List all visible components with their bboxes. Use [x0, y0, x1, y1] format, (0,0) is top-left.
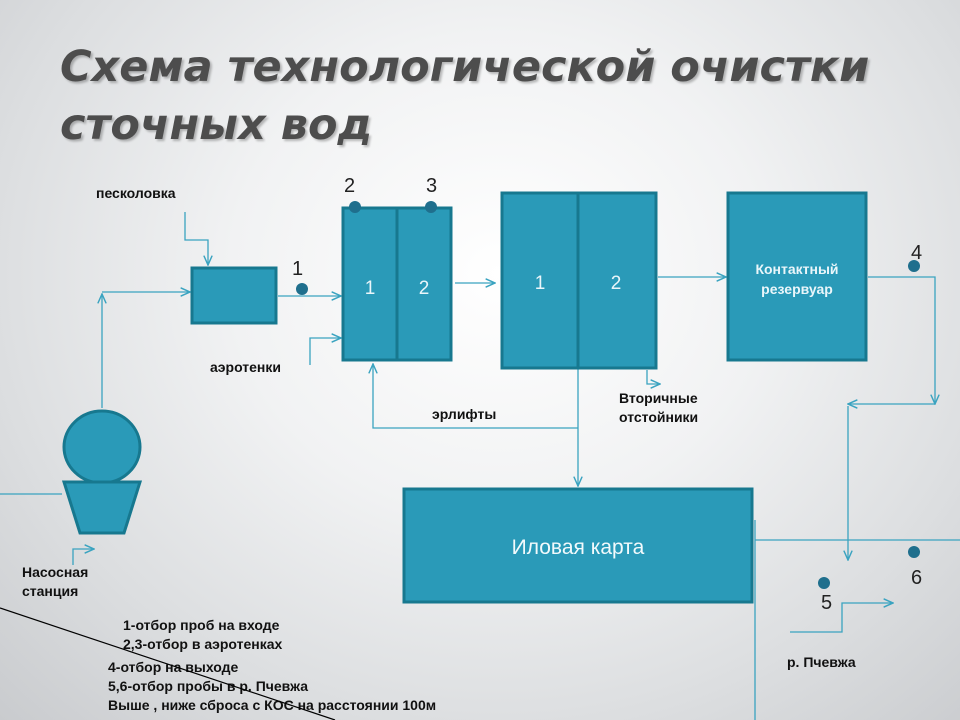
sampling-point-5 — [818, 577, 830, 589]
legend-note-3: 4-отбор на выходе — [108, 659, 239, 675]
pump-pointer — [72, 549, 94, 565]
secondary-clarifiers-label-1: Вторичные — [619, 390, 698, 406]
aerotank-section-1-label: 1 — [365, 278, 376, 299]
title-line-2: сточных вод — [60, 100, 373, 150]
aerotanks: 1 2 — [341, 206, 453, 362]
pump-station-label-2: станция — [22, 583, 78, 599]
aerotank-section-2 — [395, 206, 453, 362]
pump-station-tank — [62, 409, 142, 485]
secondary-outlet-line — [646, 370, 660, 384]
clarifier-section-2 — [576, 191, 658, 370]
contact-reservoir-box — [726, 191, 868, 362]
point-number-2: 2 — [344, 175, 355, 197]
sand-trap-box — [190, 266, 278, 325]
crossing-line — [0, 607, 336, 720]
sand-trap-label: песколовка — [96, 185, 176, 201]
aerotank-section-1 — [341, 206, 399, 362]
aerotanks-label: аэротенки — [210, 359, 281, 375]
contact-reservoir: Контактный резервуар — [726, 191, 868, 362]
sampling-point-6 — [908, 546, 920, 558]
point-number-3: 3 — [426, 175, 437, 197]
river-label: р. Пчевжа — [787, 654, 856, 670]
clarifier-section-2-label: 2 — [611, 273, 622, 294]
sludge-bed: Иловая карта — [402, 487, 754, 604]
point-number-1: 1 — [292, 258, 303, 280]
legend-note-1: 1-отбор проб на входе — [123, 617, 280, 633]
river-flow-line — [790, 603, 893, 633]
airlifts-label: эрлифты — [432, 406, 496, 422]
sampling-points: 1 2 3 4 5 6 — [292, 175, 922, 614]
legend-note-2: 2,3-отбор в аэротенках — [123, 636, 282, 652]
sampling-point-2 — [349, 201, 361, 213]
point-number-5: 5 — [821, 592, 832, 614]
point-number-6: 6 — [911, 567, 922, 589]
sludge-bed-label: Иловая карта — [512, 536, 645, 559]
contact-reservoir-label-2: резервуар — [761, 281, 833, 297]
aerotenki-pointer — [309, 338, 341, 365]
clarifier-section-1 — [500, 191, 580, 370]
pump-station-hopper — [61, 480, 143, 535]
legend-note-4: 5,6-отбор пробы в р. Пчевжа — [108, 678, 308, 694]
sampling-legend: 1-отбор проб на входе 2,3-отбор в аэроте… — [108, 617, 436, 713]
point-number-4: 4 — [911, 242, 922, 264]
page-title: Схема технологической очистки сточных во… — [60, 38, 869, 154]
secondary-clarifiers-label-2: отстойники — [619, 409, 698, 425]
flow-lines — [0, 212, 960, 720]
pump-station-label-1: Насосная — [22, 564, 88, 580]
title-line-1: Схема технологической очистки — [60, 42, 870, 92]
clarifier-section-1-label: 1 — [535, 273, 546, 294]
pump-station — [61, 409, 143, 535]
sludge-bed-box — [402, 487, 754, 604]
aerotank-section-2-label: 2 — [419, 278, 430, 299]
contact-outflow-line — [868, 276, 935, 404]
secondary-clarifiers: 1 2 — [500, 191, 658, 370]
diagram-labels: песколовка аэротенки эрлифты Вторичные о… — [22, 185, 856, 670]
legend-note-5: Выше , ниже сброса с КОС на расстоянии 1… — [108, 697, 436, 713]
contact-reservoir-label-1: Контактный — [755, 261, 838, 277]
sampling-point-3 — [425, 201, 437, 213]
erlift-return-line — [373, 364, 578, 429]
sampling-point-1 — [296, 283, 308, 295]
sampling-point-4 — [908, 260, 920, 272]
peskolovka-pointer — [184, 212, 208, 265]
